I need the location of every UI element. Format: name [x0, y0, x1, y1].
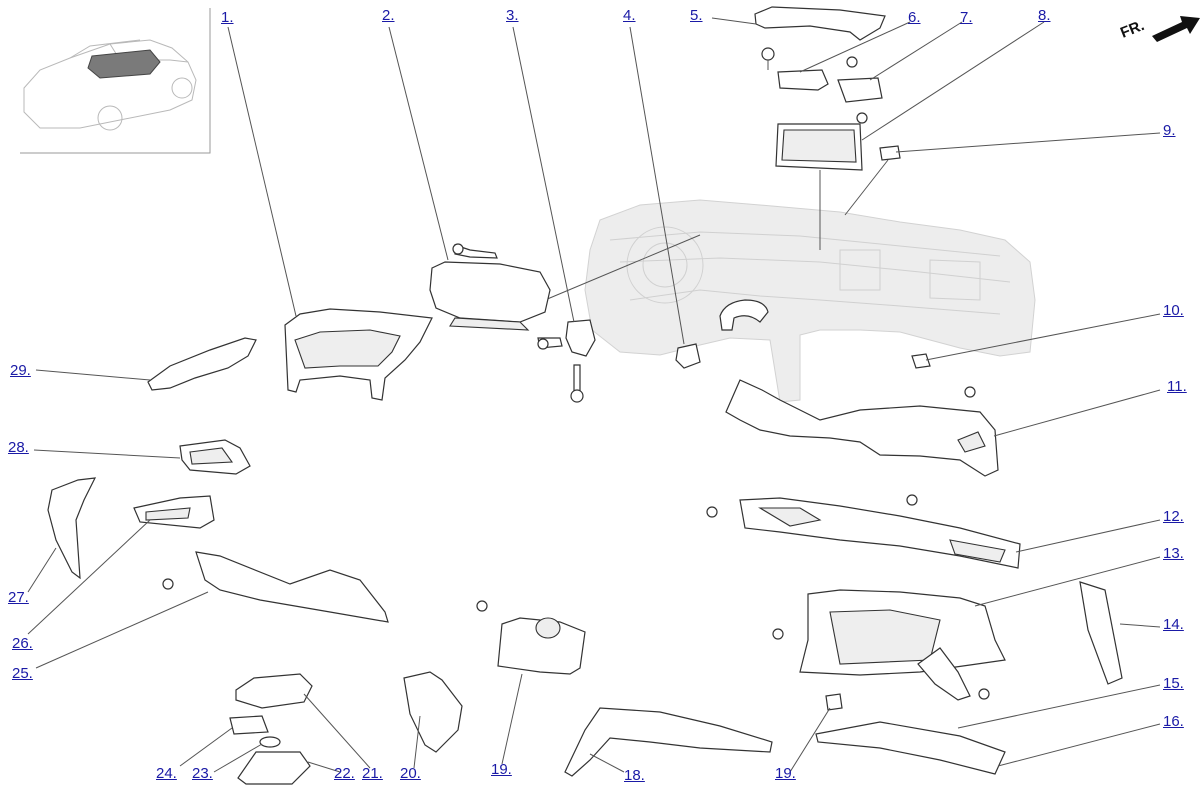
callout-9[interactable]: 9. [1163, 122, 1176, 139]
part-24-latch [229, 715, 269, 735]
part-18-console-trim [564, 707, 773, 777]
part-20-trim-piece [403, 671, 463, 753]
part-22-console-base [237, 751, 311, 785]
callout-28[interactable]: 28. [8, 439, 29, 456]
callout-5[interactable]: 5. [690, 7, 703, 24]
callout-22[interactable]: 22. [334, 765, 355, 782]
callout-10[interactable]: 10. [1163, 302, 1184, 319]
callout-11[interactable]: 11. [1167, 378, 1187, 395]
callout-4[interactable]: 4. [623, 7, 636, 24]
leader-lines [27, 17, 1161, 773]
part-8-display [775, 112, 868, 171]
vehicle-location-inset [20, 8, 211, 154]
callout-2[interactable]: 2. [382, 7, 395, 24]
part-3-bracket [537, 319, 596, 403]
part-6-bracket [761, 47, 829, 91]
part-26-switch-panel [133, 495, 215, 529]
callout-19-shift-panel[interactable]: 19. [491, 761, 512, 778]
part-10-clip [911, 353, 931, 369]
callout-12[interactable]: 12. [1163, 508, 1184, 525]
callout-6[interactable]: 6. [908, 9, 921, 26]
front-direction-indicator: FR. [1118, 12, 1200, 48]
part-16-finish-panel [815, 721, 1006, 775]
callout-27[interactable]: 27. [8, 589, 29, 606]
callout-7[interactable]: 7. [960, 9, 973, 26]
part-1-meter-hood [284, 308, 433, 401]
part-2-combination-meter [429, 243, 551, 331]
part-27-side-trim [47, 477, 97, 580]
callout-15[interactable]: 15. [1163, 675, 1184, 692]
part-9-small-switch [879, 145, 901, 161]
callout-3[interactable]: 3. [506, 7, 519, 24]
part-13-glove-box [772, 589, 1006, 676]
part-23-washer [259, 736, 281, 748]
instrument-panel-ghost [544, 159, 1036, 403]
callout-26[interactable]: 26. [12, 635, 33, 652]
callout-18[interactable]: 18. [624, 767, 645, 784]
callout-8[interactable]: 8. [1038, 7, 1051, 24]
part-15-damper [917, 647, 990, 701]
part-4-switch [675, 299, 769, 369]
part-28-side-vent [179, 439, 251, 475]
callout-25[interactable]: 25. [12, 665, 33, 682]
callout-14[interactable]: 14. [1163, 616, 1184, 633]
part-19-shift-panel [476, 600, 843, 711]
callout-23[interactable]: 23. [192, 765, 213, 782]
part-5-upper-panel [754, 6, 886, 41]
callout-24[interactable]: 24. [156, 765, 177, 782]
callout-16[interactable]: 16. [1163, 713, 1184, 730]
callout-1[interactable]: 1. [221, 9, 234, 26]
callout-29[interactable]: 29. [10, 362, 31, 379]
part-7-control-unit [837, 56, 883, 103]
callout-20[interactable]: 20. [400, 765, 421, 782]
part-12-center-vent-panel [706, 497, 1021, 569]
part-25-lower-panel [162, 551, 389, 623]
part-21-console-lid [235, 673, 313, 709]
callout-21[interactable]: 21. [362, 765, 383, 782]
callout-19-clip[interactable]: 19. [775, 765, 796, 782]
part-14-side-panel [1079, 581, 1123, 685]
callout-13[interactable]: 13. [1163, 545, 1184, 562]
part-11-instrument-panel-lower [725, 379, 999, 506]
part-29-upper-side-trim [147, 337, 257, 391]
front-arrow-icon [1152, 16, 1200, 42]
